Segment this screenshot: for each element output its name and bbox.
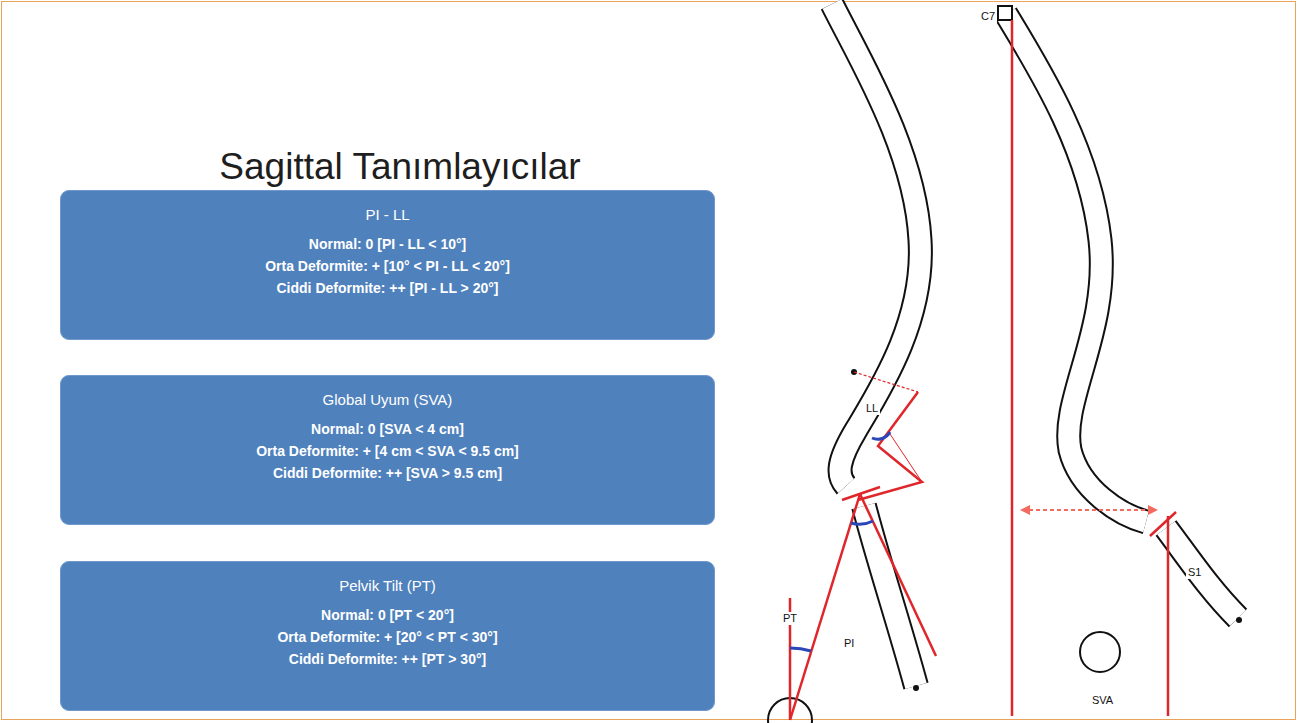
figure-label: PT (781, 612, 799, 625)
criteria-box: Pelvik Tilt (PT) Normal: 0 [PT < 20°]Orta… (60, 561, 715, 711)
figure-label: C7 (979, 10, 997, 23)
criteria-line: Normal: 0 [SVA < 4 cm] (71, 418, 704, 440)
c7-vertebra (998, 6, 1012, 20)
diagram-title: Sagittal Tanımlayıcılar (150, 146, 650, 188)
criteria-box: PI - LL Normal: 0 [PI - LL < 10°]Orta Def… (60, 190, 715, 340)
criteria-line: Normal: 0 [PI - LL < 10°] (71, 233, 704, 255)
figure-label: SVA (1090, 694, 1115, 707)
spine-outline (832, 4, 1238, 686)
sacrum-tip (1236, 617, 1242, 623)
criteria-line: Orta Deformite: + [4 cm < SVA < 9.5 cm] (71, 440, 704, 462)
measurement-lines (790, 20, 1176, 720)
criteria-line: Ciddi Deformite: ++ [SVA > 9.5 cm] (71, 462, 704, 484)
box-heading: Pelvik Tilt (PT) (71, 576, 704, 596)
figure-label: S1 (1186, 566, 1203, 579)
criteria-line: Ciddi Deformite: ++ [PT > 30°] (71, 648, 704, 670)
criteria-line: Ciddi Deformite: ++ [PI - LL > 20°] (71, 277, 704, 299)
criteria-line: Orta Deformite: + [20° < PT < 30°] (71, 626, 704, 648)
criteria-line: Normal: 0 [PT < 20°] (71, 604, 704, 626)
box-heading: PI - LL (71, 205, 704, 225)
box-heading: Global Uyum (SVA) (71, 390, 704, 410)
sacrum-tip (913, 685, 919, 691)
femoral-head (1080, 632, 1120, 672)
criteria-line: Orta Deformite: + [10° < PI - LL < 20°] (71, 255, 704, 277)
figure-label: LL (864, 402, 880, 415)
angle-arcs (790, 432, 890, 651)
figure-label: PI (842, 637, 856, 650)
criteria-box: Global Uyum (SVA) Normal: 0 [SVA < 4 cm]O… (60, 375, 715, 525)
